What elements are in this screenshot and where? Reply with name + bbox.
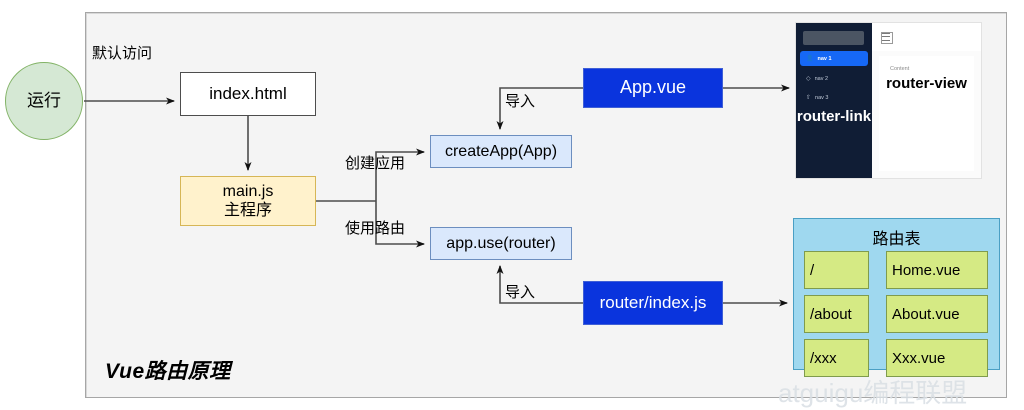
sidebar-item-nav-2-label: nav 2 xyxy=(814,75,829,82)
browser-content-card: Content xyxy=(879,56,974,171)
router-link-caption-text: router-link xyxy=(796,108,872,125)
browser-topbar xyxy=(872,23,981,51)
user-icon: 👤 xyxy=(806,55,814,62)
route-table-title: 路由表 xyxy=(872,231,921,248)
route-component-cell: About.vue xyxy=(886,295,988,333)
node-run[interactable]: 运行 xyxy=(5,62,83,140)
node-app-vue[interactable]: App.vue xyxy=(583,68,723,108)
table-row[interactable]: / Home.vue xyxy=(794,251,999,289)
tag-icon: ◇ xyxy=(806,75,811,82)
route-path-cell: /xxx xyxy=(804,339,869,377)
sidebar-item-nav-3-label: nav 3 xyxy=(815,94,829,101)
content-label: Content xyxy=(890,66,910,72)
node-main-js[interactable]: main.js 主程序 xyxy=(180,176,316,226)
page-title: Vue路由原理 xyxy=(105,360,231,383)
table-row[interactable]: /xxx Xxx.vue xyxy=(794,339,999,377)
node-create-app[interactable]: createApp(App) xyxy=(430,135,572,168)
route-component-cell: Home.vue xyxy=(886,251,988,289)
node-index-html[interactable]: index.html xyxy=(180,72,316,116)
browser-mockup: 👤 nav 1 ◇ nav 2 ⇧ nav 3 router-link Cont… xyxy=(795,22,982,179)
edge-label-import-router: 导入 xyxy=(505,284,536,301)
router-view-caption-text: router-view xyxy=(886,75,967,92)
sidebar-item-nav-1[interactable]: 👤 nav 1 xyxy=(800,51,868,66)
node-main-js-line1: main.js xyxy=(222,182,274,200)
router-link-caption: router-link xyxy=(796,108,872,125)
hamburger-menu-icon[interactable] xyxy=(881,32,893,44)
sidebar-item-nav-1-label: nav 1 xyxy=(817,55,832,62)
edge-label-use-router: 使用路由 xyxy=(345,220,406,237)
node-app-use-router[interactable]: app.use(router) xyxy=(430,227,572,260)
edge-label-import-app: 导入 xyxy=(505,93,536,110)
route-table: 路由表 / Home.vue /about About.vue /xxx Xxx… xyxy=(793,218,1000,377)
router-view-caption: router-view xyxy=(872,75,981,92)
browser-content-area: Content router-view xyxy=(872,23,981,178)
route-component-cell: Xxx.vue xyxy=(886,339,988,377)
sidebar-item-nav-3[interactable]: ⇧ nav 3 xyxy=(800,90,868,105)
edge-label-default-visit: 默认访问 xyxy=(92,45,153,62)
browser-sidebar: 👤 nav 1 ◇ nav 2 ⇧ nav 3 router-link xyxy=(796,23,872,178)
route-path-cell: / xyxy=(804,251,869,289)
table-row[interactable]: /about About.vue xyxy=(794,295,999,333)
node-main-js-line2: 主程序 xyxy=(223,202,272,219)
logo-placeholder xyxy=(803,31,864,45)
node-router-index-js[interactable]: router/index.js xyxy=(583,281,723,325)
sidebar-item-nav-2[interactable]: ◇ nav 2 xyxy=(800,71,868,86)
upload-icon: ⇧ xyxy=(806,94,812,101)
route-path-cell: /about xyxy=(804,295,869,333)
edge-label-create-application: 创建应用 xyxy=(345,155,406,172)
watermark: atguigu编程联盟 xyxy=(778,378,968,408)
